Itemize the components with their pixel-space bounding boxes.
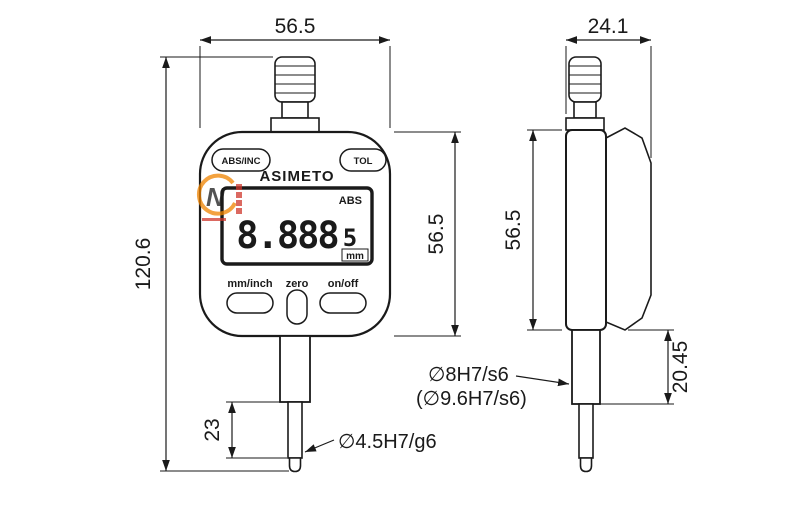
front-stem-dim-label: 23 (201, 418, 224, 441)
front-view: ABS/INC TOL ASIMETO ABS 8.888 5 mm mm/in… (198, 56, 392, 473)
side-view (565, 56, 652, 473)
side-cap-ribs (569, 65, 601, 94)
front-stem (279, 335, 311, 403)
front-cap-ribs (275, 65, 315, 94)
side-depth-dim-label: 24.1 (588, 15, 629, 38)
watermark-char-mark (236, 208, 242, 214)
tol-button (339, 148, 387, 172)
front-body-height-extension-lines (394, 131, 461, 337)
watermark-char-mark (236, 184, 242, 190)
on-off-button (319, 292, 367, 314)
front-body-height-dim-label: 56.5 (425, 214, 448, 255)
abs-inc-button (211, 148, 271, 172)
side-back-cover (605, 127, 652, 331)
lcd-unit-box (341, 248, 369, 262)
stem-note-line1: ∅8H7/s6 (428, 364, 509, 386)
watermark-char-mark (236, 192, 242, 198)
side-body-height-extension-lines (527, 129, 562, 331)
front-height-dim-label: 120.6 (132, 238, 155, 291)
stem-note-line2: (∅9.6H7/s6) (416, 388, 527, 410)
side-body-slab (565, 129, 607, 331)
spindle-note-leader (304, 439, 335, 453)
zero-label: zero (286, 278, 309, 290)
side-spindle (578, 403, 594, 459)
side-stem (571, 329, 601, 405)
side-lifting-cap (568, 56, 602, 103)
abs-inc-button-label: ABS/INC (221, 156, 260, 167)
side-top-collar (565, 117, 605, 131)
front-dimensions: 56.5 120.6 56.5 23 ∅4.5H7/g6 (132, 15, 461, 472)
front-cap-neck (281, 101, 309, 119)
watermark-char-mark (236, 200, 242, 206)
watermark-subtext-mark (202, 218, 226, 221)
side-cap-neck (573, 101, 597, 119)
watermark-text-marks (202, 184, 242, 221)
front-stem-extension-lines (226, 401, 287, 459)
stem-note-leader (515, 375, 570, 387)
front-width-extension-lines (199, 46, 391, 128)
lcd-digits: 8.888 (236, 214, 337, 257)
side-stem-extension-lines (598, 329, 674, 405)
lcd-mode-indicator: ABS (339, 195, 362, 207)
mm-inch-button (226, 292, 274, 314)
watermark-swoosh (197, 173, 237, 216)
mm-inch-label: mm/inch (227, 278, 273, 290)
brand-logo-text: ASIMETO (259, 168, 334, 185)
front-contact-point (288, 457, 302, 473)
on-off-label: on/off (328, 278, 359, 290)
front-spindle (287, 401, 303, 459)
watermark-logo-letter: N (206, 182, 226, 212)
lcd-display-bezel (220, 186, 374, 266)
side-contact-point (579, 457, 593, 473)
side-stem-dim-label: 20.45 (669, 341, 692, 394)
front-top-collar (270, 117, 320, 133)
front-lifting-cap (274, 56, 316, 103)
watermark: N (197, 173, 242, 221)
side-dimensions: 24.1 56.5 ∅8H7/s6 (∅9.6H7/s6) 20.45 (416, 15, 692, 410)
side-depth-extension-lines (565, 46, 652, 158)
tol-button-label: TOL (354, 156, 373, 167)
front-height-extension-lines (160, 56, 289, 472)
front-width-dim-label: 56.5 (275, 15, 316, 38)
lcd-half-digit: 5 (343, 224, 357, 252)
side-body-height-dim-label: 56.5 (502, 210, 525, 251)
lcd-unit-label: mm (346, 251, 364, 262)
spindle-note-label: ∅4.5H7/g6 (338, 431, 437, 453)
zero-button (286, 289, 308, 325)
